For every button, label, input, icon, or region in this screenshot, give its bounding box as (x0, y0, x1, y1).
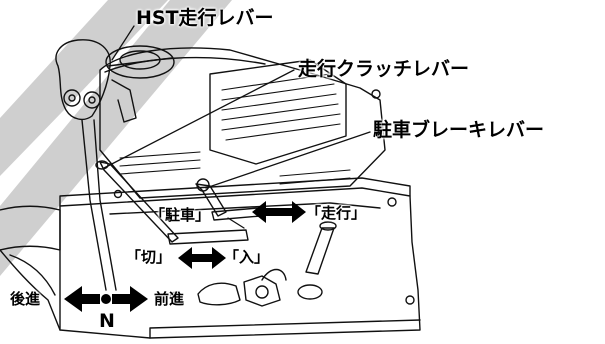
parking-brake-knob (196, 178, 210, 192)
hst-grip-button-left-inner (68, 94, 76, 102)
double-arrow-parking-travel (252, 201, 306, 223)
label-parking: 「駐車」 (150, 206, 211, 224)
louvre-line (221, 93, 337, 111)
leader-parking-label (227, 217, 245, 229)
louvre-line (221, 103, 339, 121)
steering-hub (105, 45, 175, 79)
key-switch-hub (255, 285, 269, 299)
leader-hst (111, 25, 135, 61)
left-frame (0, 205, 61, 251)
hst-lever-grip (55, 39, 111, 121)
bolt (113, 189, 123, 199)
right-small-lever-top (319, 221, 337, 231)
key-ring (261, 268, 287, 281)
double-arrow-off-on (178, 247, 226, 269)
label-travel: 「走行」 (306, 204, 367, 222)
bolt (169, 291, 179, 301)
base-plate-inner-line (109, 202, 381, 215)
key-switch (197, 282, 241, 306)
label-travel-clutch-lever: 走行クラッチレバー (298, 58, 470, 80)
hst-lever-knob-stub (111, 79, 137, 123)
gray-band-lower (0, 0, 232, 276)
left-frame-curve (9, 254, 56, 296)
vent-line (119, 159, 201, 167)
steering-hub-spoke (107, 57, 173, 67)
label-hst-lever: HST走行レバー (136, 7, 274, 29)
travel-clutch-lever-end (95, 160, 109, 170)
cover-louvres (221, 73, 341, 141)
left-frame-lower (0, 249, 61, 331)
vent-line (119, 167, 201, 175)
louvre-line (225, 123, 341, 141)
leader-travel-clutch (103, 69, 295, 169)
double-arrow-reverse (64, 286, 100, 312)
key-switch-body (243, 275, 281, 307)
leader-parking-brake (205, 131, 371, 189)
label-off: 「切」 (126, 248, 172, 266)
gray-band-upper (0, 0, 168, 176)
arrows (64, 201, 306, 312)
label-neutral: N (99, 310, 115, 332)
side-vents (119, 151, 351, 185)
louvre-line (221, 83, 335, 101)
double-arrow-forward (112, 286, 148, 312)
label-parking-brake-lever: 駐車ブレーキレバー (373, 119, 545, 141)
bolt (405, 295, 415, 305)
neutral-dot (101, 294, 111, 304)
console-body (99, 47, 386, 199)
base-plate-edge (59, 177, 411, 207)
lever-slot-parking (211, 207, 261, 221)
louvre-line (221, 113, 341, 131)
diagonal-gray-bands (0, 0, 232, 276)
travel-clutch-lever (99, 161, 179, 243)
label-forward: 前進 (154, 290, 185, 308)
hst-grip-button-right (83, 91, 101, 109)
base-plate (59, 187, 421, 339)
base-plate-front-edge (149, 319, 421, 339)
bolt (371, 89, 381, 99)
line-art (0, 25, 421, 339)
label-reverse: 後進 (10, 290, 41, 308)
parking-brake-lever (195, 183, 227, 217)
louvre-line (221, 73, 331, 91)
lever-slot-clutch (167, 229, 249, 245)
hst-grip-button-right-inner (88, 96, 96, 104)
hst-lever-shaft (81, 119, 117, 291)
vent-line (119, 151, 201, 159)
leader-lines (103, 25, 371, 229)
right-small-lever (305, 227, 335, 275)
right-lever-base (297, 284, 323, 300)
bolt (387, 197, 397, 207)
vent-line (279, 169, 351, 177)
vent-line (279, 177, 351, 185)
label-on: 「入」 (224, 248, 270, 266)
louvred-cover (209, 59, 347, 165)
hst-grip-button-left (63, 89, 81, 107)
